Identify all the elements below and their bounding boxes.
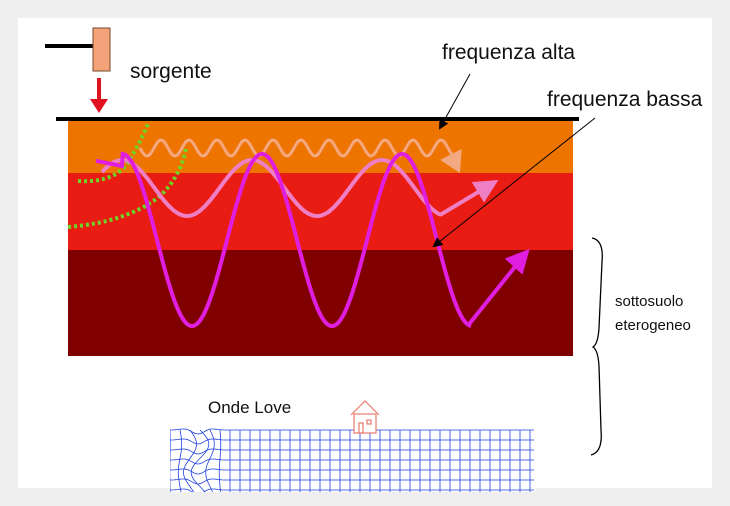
subsoil-label-line2: eterogeneo — [615, 317, 691, 334]
low-frequency-wave — [95, 151, 530, 329]
house-icon — [350, 400, 380, 434]
mesh-column-line — [218, 429, 222, 492]
hammer-icon — [45, 27, 111, 72]
mesh-column-line — [183, 429, 197, 492]
mesh-column-line — [177, 429, 183, 492]
mesh-row-line — [170, 488, 534, 492]
high-frequency-leader — [439, 73, 471, 130]
source-label: sorgente — [130, 60, 212, 83]
soil-layer-middle — [68, 173, 573, 251]
soil-layer-top — [68, 120, 573, 174]
source-arrow — [90, 78, 108, 113]
mesh-column-line — [205, 429, 215, 492]
soil-layer-bottom — [68, 250, 573, 356]
low-frequency-leader — [432, 117, 596, 248]
mesh-row-line — [170, 478, 534, 485]
mesh-row-line — [170, 458, 534, 465]
subsoil-brace — [590, 237, 603, 456]
high-frequency-label: frequenza alta — [442, 41, 576, 64]
mesh-row-line — [170, 438, 534, 445]
mesh-row-line — [170, 468, 534, 475]
love-waves-label: Onde Love — [208, 398, 292, 417]
wavefront-inner — [77, 123, 150, 184]
mesh-column-line — [190, 429, 210, 492]
high-frequency-wave — [138, 138, 462, 174]
mesh-row-line — [170, 448, 534, 455]
love-wave-mesh — [170, 388, 535, 492]
low-frequency-label: frequenza bassa — [547, 88, 703, 111]
subsoil-label-line1: sottosuolo — [615, 293, 684, 310]
mesh-row-line — [170, 428, 534, 435]
